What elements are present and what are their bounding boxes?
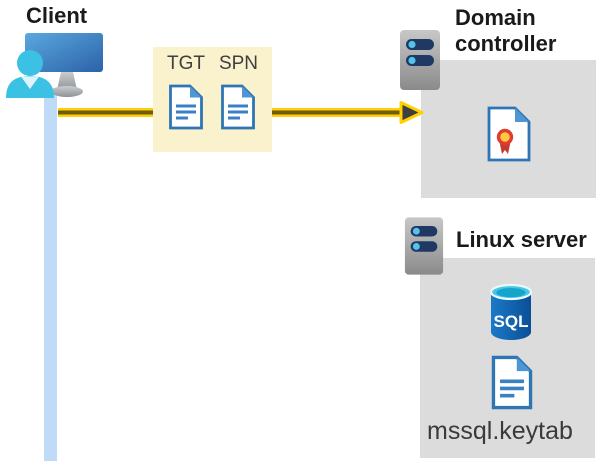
person-collar (21, 76, 39, 89)
monitor-stand (57, 72, 77, 90)
tgt-label: TGT (166, 53, 205, 74)
keytab-document-icon (491, 355, 533, 410)
linux-server-server-icon (404, 217, 444, 275)
domain-controller-server-icon (400, 30, 440, 90)
sql-database-icon: SQL (489, 283, 533, 340)
sql-icon-label: SQL (494, 312, 529, 331)
keytab-filename-label: mssql.keytab (427, 417, 573, 445)
spn-ticket: SPN (219, 52, 258, 130)
spn-label: SPN (218, 53, 259, 74)
tgt-document-icon (169, 84, 203, 130)
monitor-icon (25, 33, 103, 72)
ticket-box: TGT SPN (153, 47, 272, 152)
spn-document-icon (221, 84, 256, 130)
certificate-icon (487, 106, 531, 162)
client-lifeline (44, 88, 57, 461)
person-head (17, 50, 43, 76)
client-label: Client (26, 3, 88, 28)
domain-controller-label: Domain controller (455, 5, 557, 56)
linux-server-label: Linux server (456, 227, 587, 252)
tgt-ticket: TGT (167, 52, 205, 130)
monitor-base (51, 86, 83, 97)
auth-request-arrowhead-icon (399, 101, 424, 124)
user-at-computer-icon (6, 33, 103, 98)
